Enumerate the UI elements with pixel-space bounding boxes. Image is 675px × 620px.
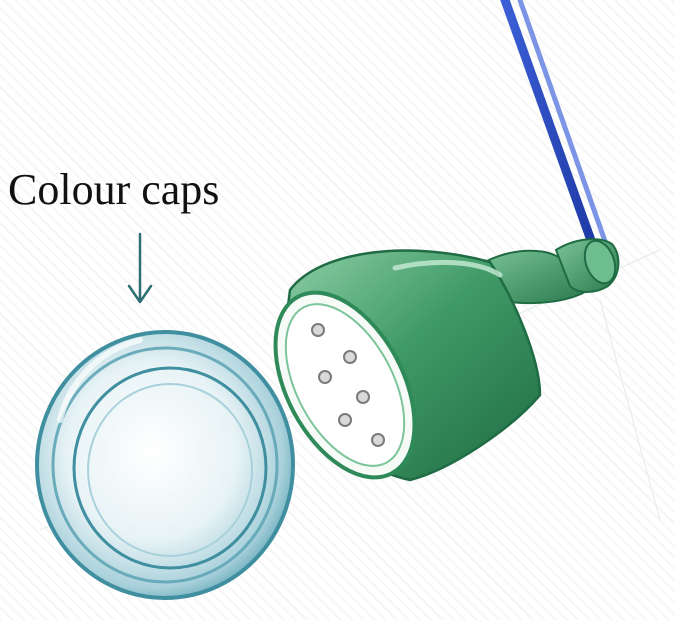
pointer-arrow [129, 234, 151, 302]
led [357, 391, 369, 403]
led [319, 371, 331, 383]
led [339, 414, 351, 426]
cable [505, 0, 606, 246]
led [312, 324, 324, 336]
led [372, 434, 384, 446]
colour-cap [37, 332, 293, 598]
led [344, 351, 356, 363]
guide-line [600, 300, 660, 520]
